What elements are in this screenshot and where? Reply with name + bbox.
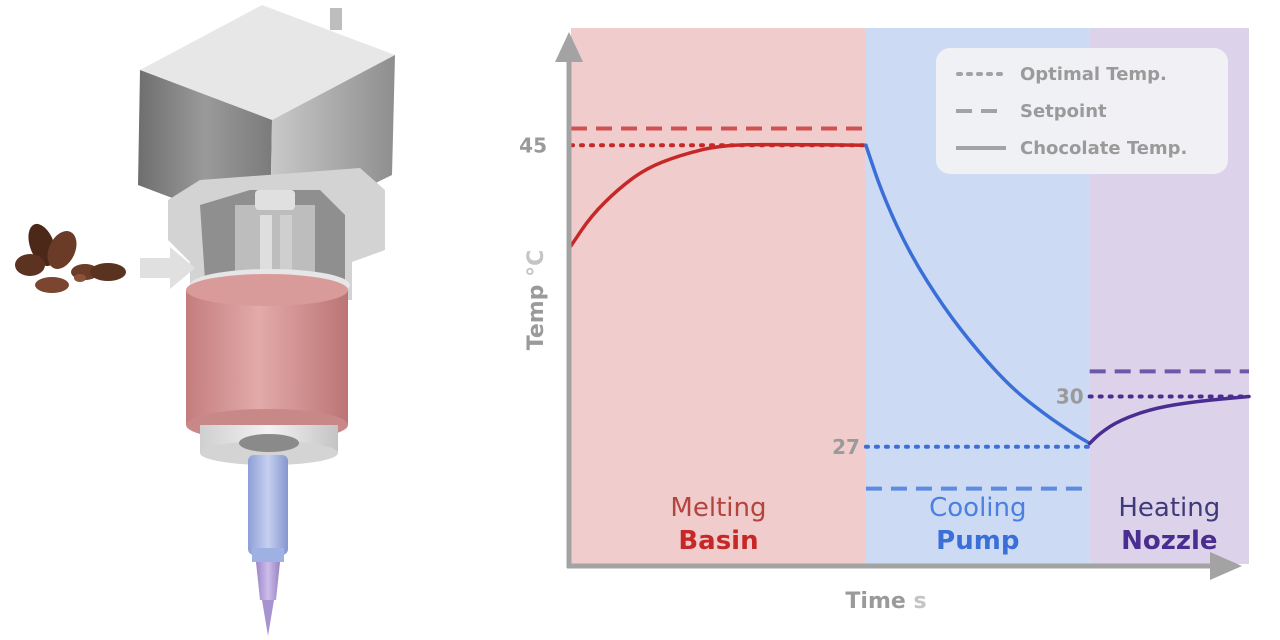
zone-title-pump: Cooling: [929, 493, 1026, 523]
temp-curve-basin: [569, 142, 868, 248]
y-axis-title: Temp °C: [524, 250, 549, 351]
x-axis-arrow: [1210, 552, 1242, 580]
zone-name-nozzle: Nozzle: [1121, 526, 1217, 556]
setpoint-lines: [571, 126, 1249, 491]
tick-label-nozzle: 30: [1056, 385, 1084, 409]
heater-sleeve: [186, 274, 348, 441]
zone-bg-basin: [571, 28, 866, 564]
bottom-ring: [200, 425, 338, 465]
y-tick-labels: 45 27 30: [519, 133, 1084, 459]
y-axis-arrow: [555, 32, 583, 62]
temp-curve-pump: [864, 143, 1092, 446]
chocolate-temp-curve: [569, 142, 1251, 446]
extruder-illustration: [15, 5, 395, 636]
input-arrow: [140, 247, 195, 289]
zone-title-basin: Melting: [670, 493, 766, 523]
axes: [555, 32, 1242, 580]
legend-chocolate-label: Chocolate Temp.: [1020, 138, 1187, 159]
temp-curve-nozzle: [1087, 394, 1251, 446]
optimal-lines: [569, 143, 1251, 449]
chocolate-drops: [15, 223, 126, 293]
legend-setpoint-label: Setpoint: [1020, 101, 1107, 122]
zone-name-pump: Pump: [936, 526, 1019, 556]
legend-optimal-label: Optimal Temp.: [1020, 64, 1167, 85]
tick-label-basin: 45: [519, 133, 547, 157]
nozzle: [248, 455, 288, 636]
zone-name-basin: Basin: [678, 526, 758, 556]
legend-box: [936, 48, 1228, 174]
x-axis-title: Time s: [845, 589, 926, 614]
tick-label-pump: 27: [832, 435, 860, 459]
legend: Optimal Temp. Setpoint Chocolate Temp.: [936, 48, 1228, 174]
zone-title-nozzle: Heating: [1118, 493, 1220, 523]
